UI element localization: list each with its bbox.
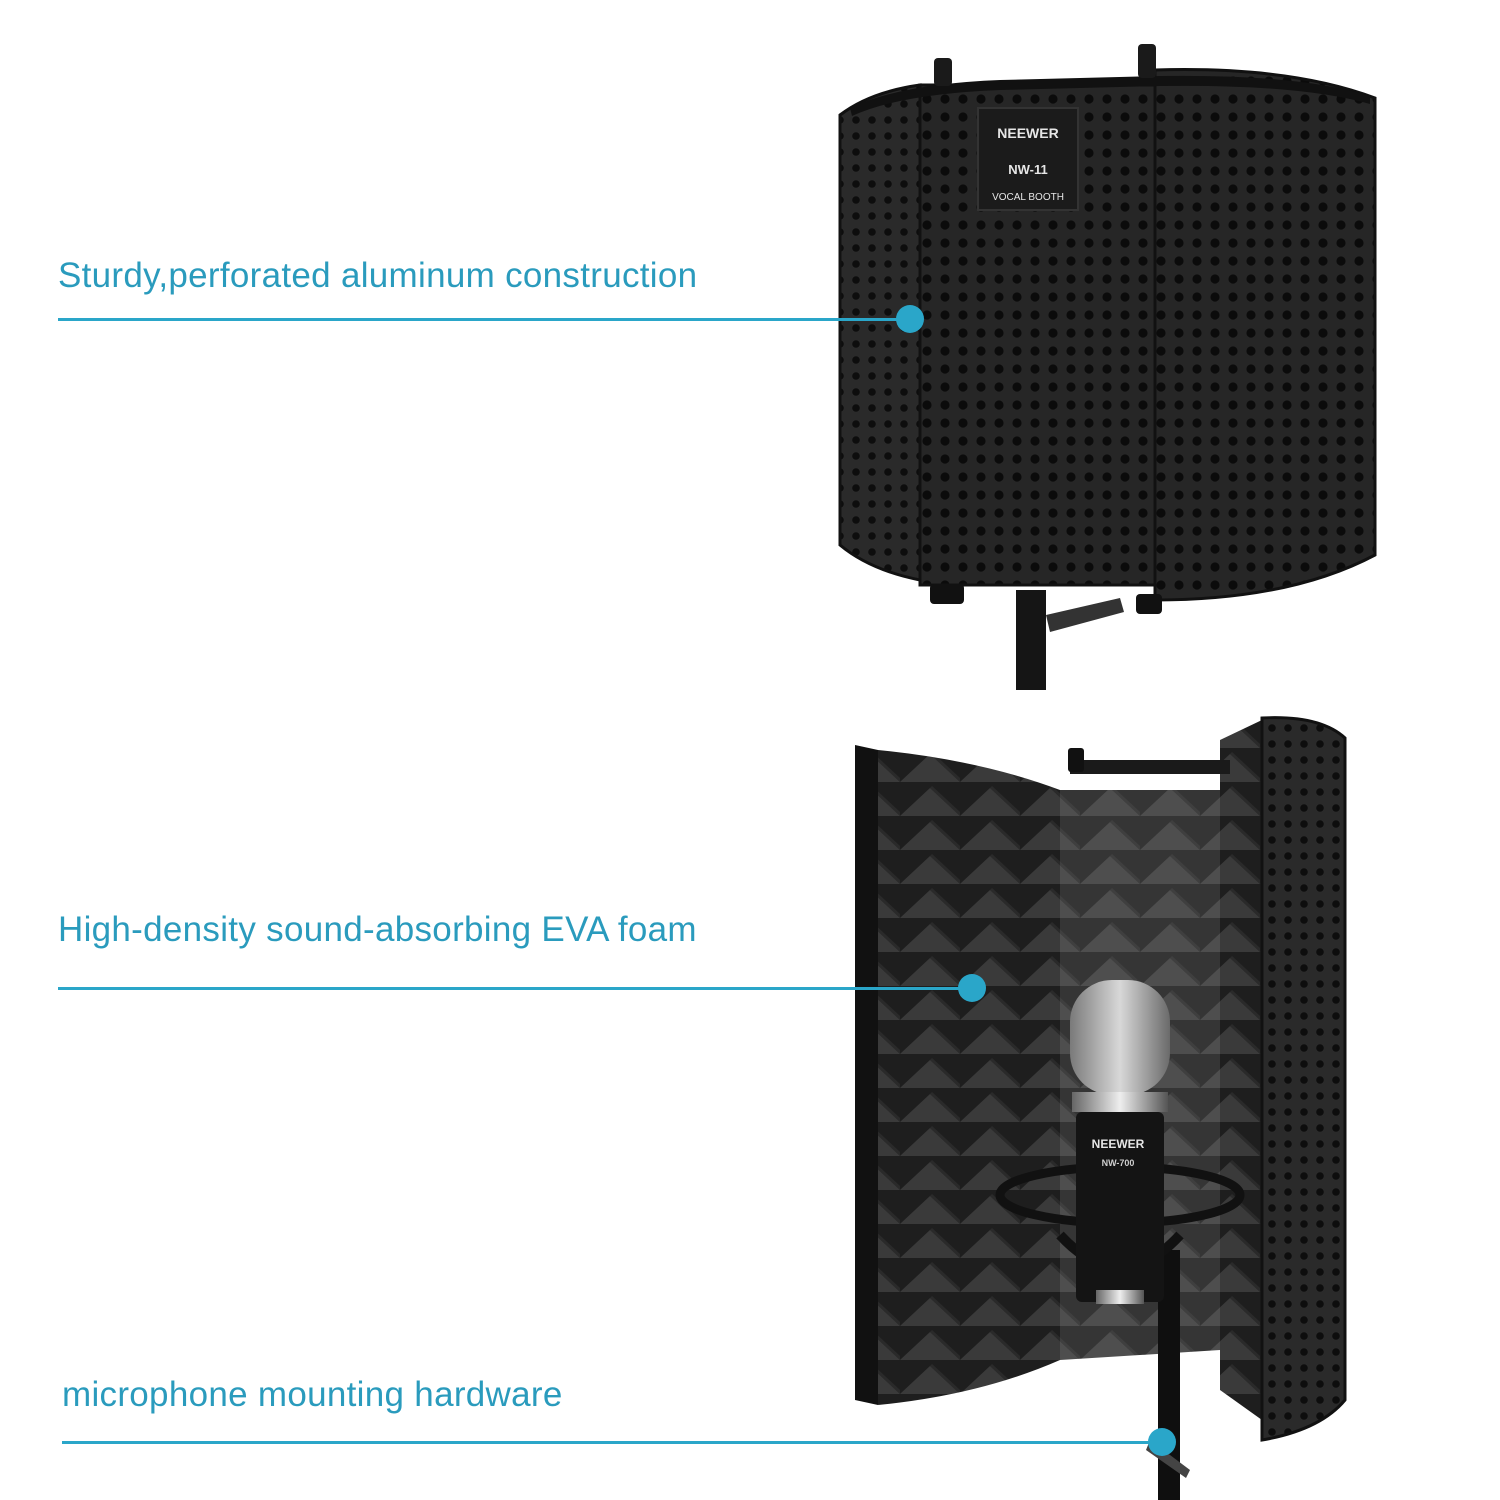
microphone [1070,980,1170,1304]
callout-hardware-line [62,1441,1162,1444]
mic-badge: NEEWER NW-700 [1092,1137,1145,1168]
booth-badge-brand: NEEWER [997,125,1058,141]
left-foam-panel [878,750,1060,1405]
mic-body [1076,1112,1164,1302]
right-outer-panel [1260,716,1347,1442]
mic-badge-model: NW-700 [1102,1158,1135,1168]
callout-foam-label: High-density sound-absorbing EVA foam [58,910,697,949]
top-knob-left [934,58,952,86]
right-panel [1153,68,1377,602]
mic-grille [1070,980,1170,1095]
mic-connector [1096,1290,1144,1304]
bottom-foot-right [1136,594,1162,614]
callout-foam-dot [958,974,986,1002]
callout-hardware-dot [1148,1428,1176,1456]
booth-badge-plate [977,107,1079,211]
vocal-booth-open-view [855,716,1347,1500]
left-outer-edge [855,745,878,1405]
booth-badge-product: VOCAL BOOTH [992,192,1064,203]
stand-pole [1016,590,1046,690]
right-foam-panel [1220,720,1262,1420]
callout-aluminum-label: Sturdy,perforated aluminum construction [58,256,698,295]
vocal-booth-front-view [838,44,1377,690]
callout-aluminum-dot [896,305,924,333]
callout-foam-line [58,987,970,990]
top-bracket [1070,760,1230,774]
bottom-foot-left [930,584,964,604]
mount-arm [1046,598,1124,632]
callout-hardware-label: microphone mounting hardware [62,1375,563,1414]
mic-badge-brand: NEEWER [1092,1137,1145,1151]
mic-ring [1072,1092,1168,1112]
top-rail [850,75,1370,116]
booth-badge: NEEWER NW-11 VOCAL BOOTH [977,107,1079,211]
top-bracket-knob [1068,748,1084,772]
top-knob-right [1138,44,1156,78]
booth-badge-model: NW-11 [1008,162,1047,177]
callout-aluminum-line [58,318,910,321]
